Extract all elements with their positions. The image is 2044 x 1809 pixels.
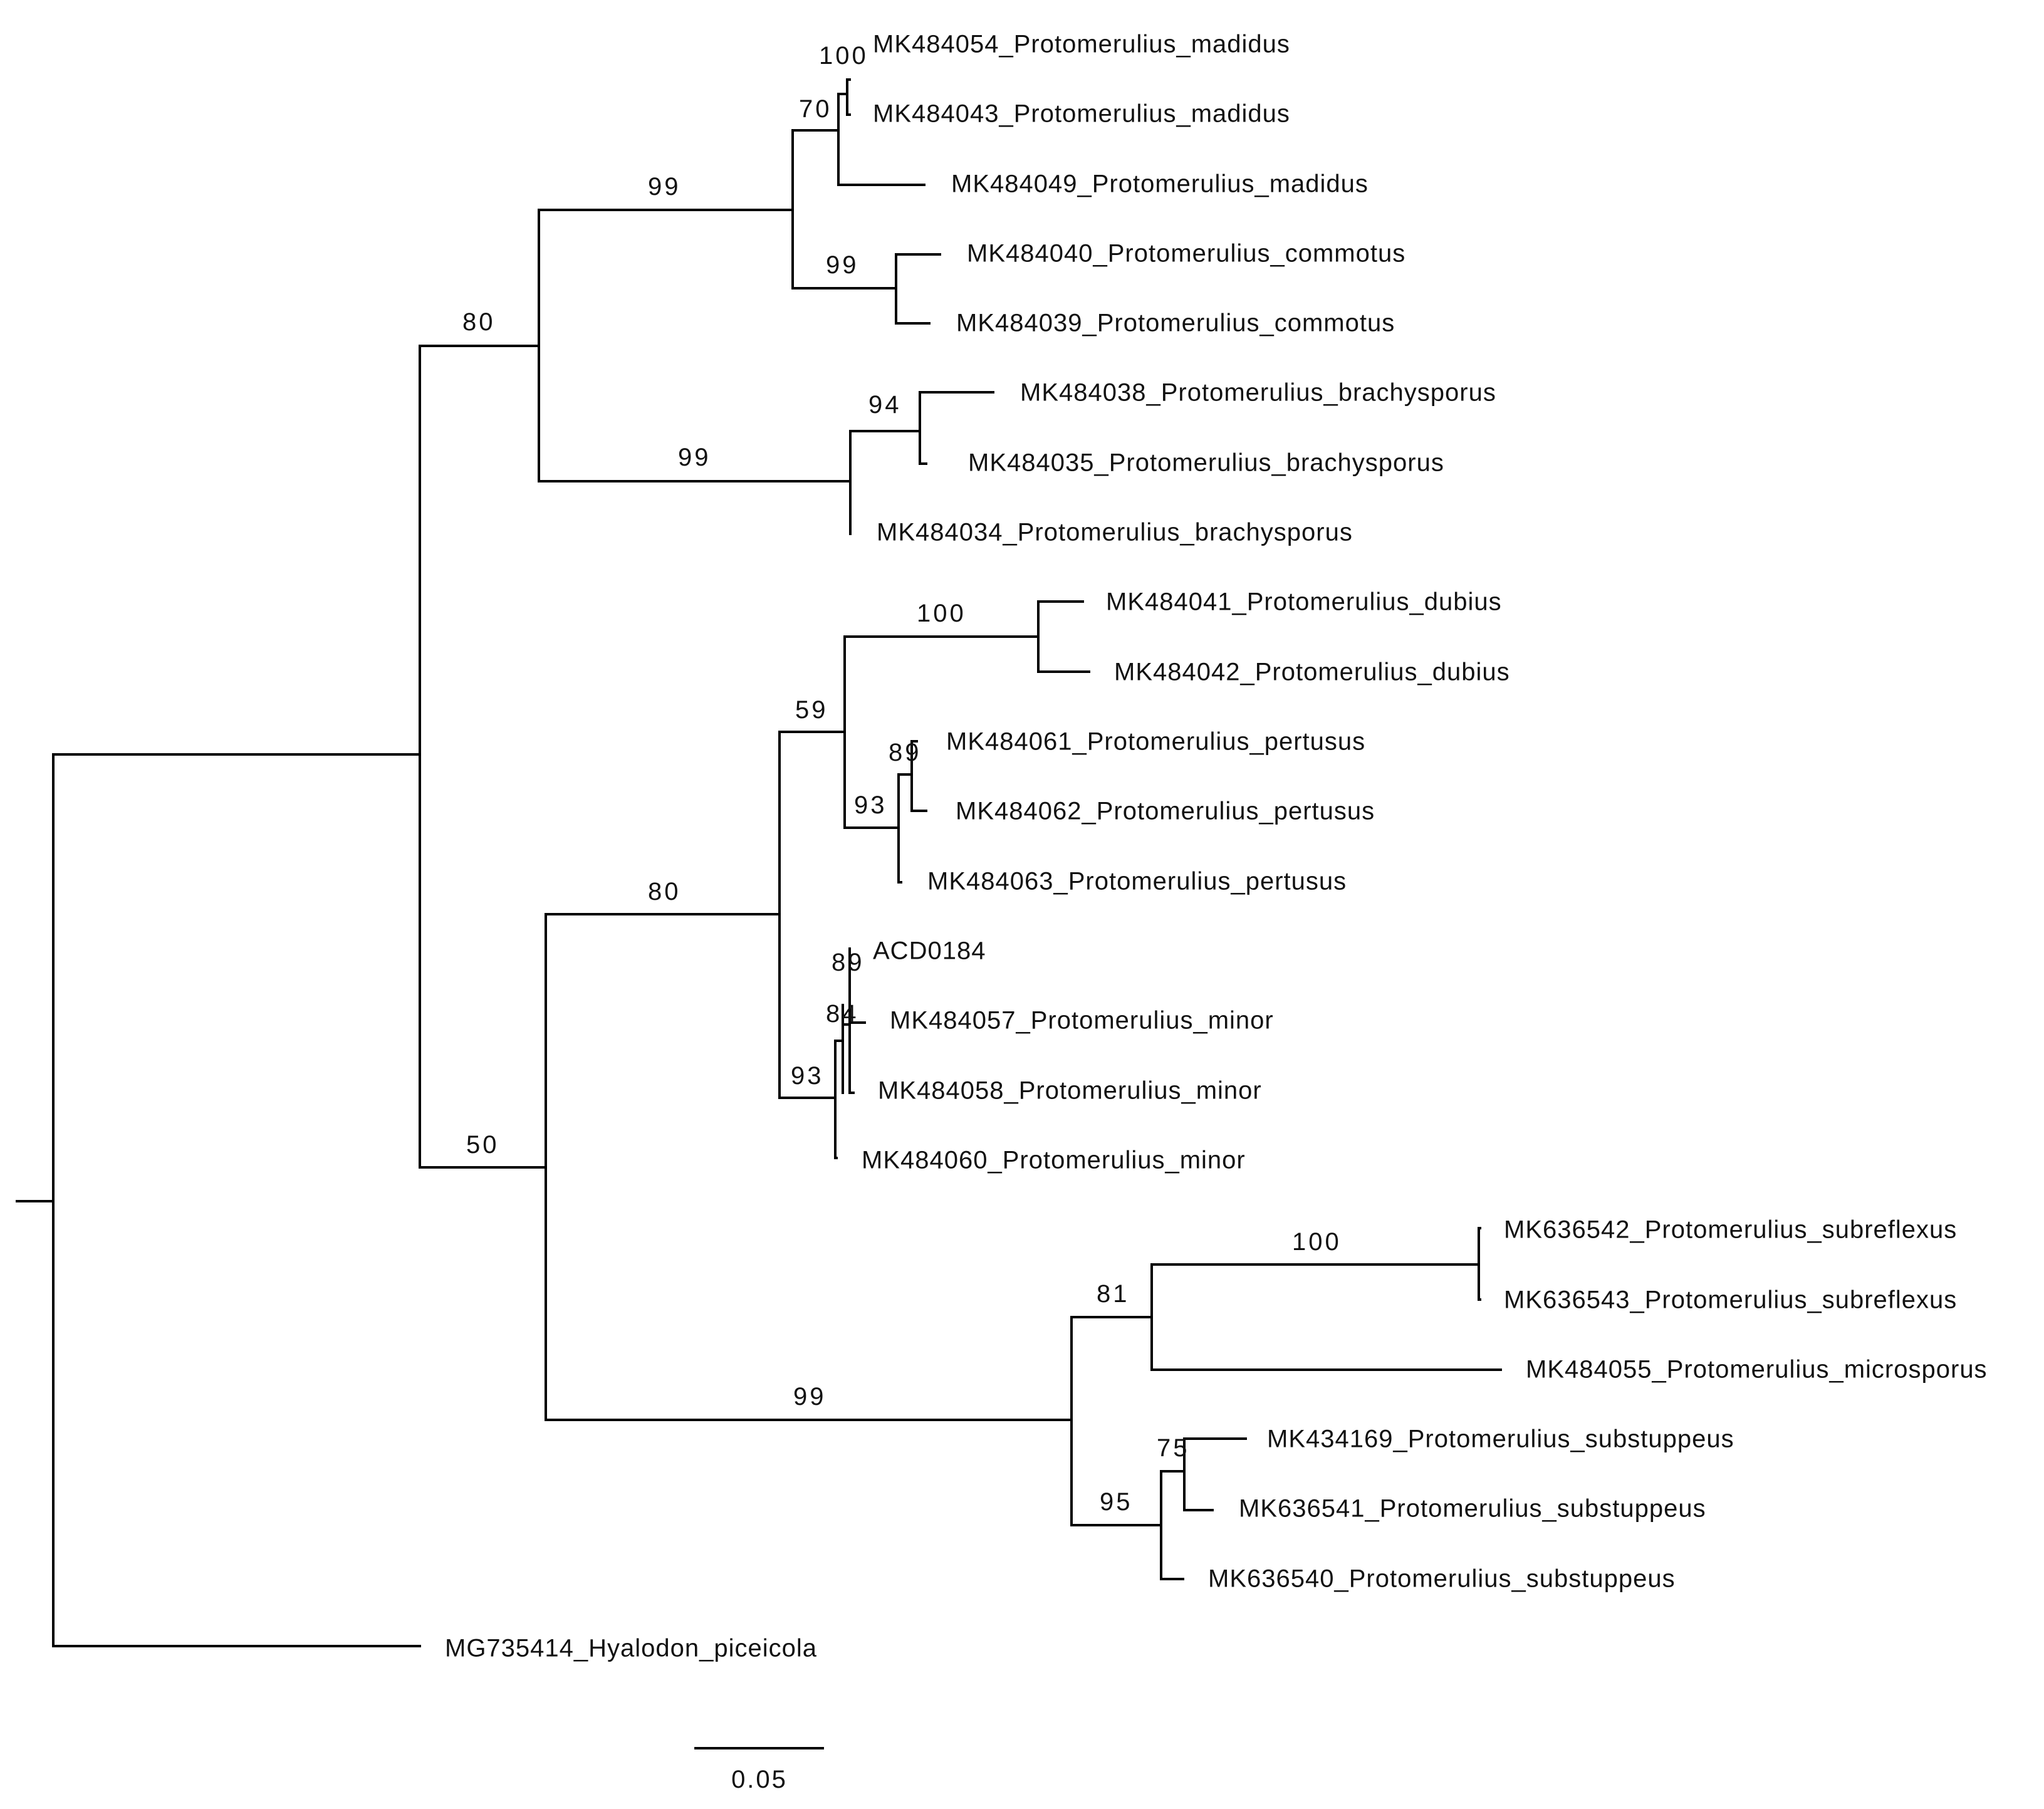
support-value: 99 — [793, 1383, 826, 1410]
scale-bar-label: 0.05 — [731, 1766, 788, 1793]
tip-label: MK636543_Protomerulius_subreflexus — [1504, 1286, 1957, 1314]
tip-label: MK484034_Protomerulius_brachysporus — [877, 519, 1353, 546]
tip-label: ACD0184 — [873, 937, 986, 965]
support-value: 100 — [819, 42, 868, 70]
tip-label: MK484063_Protomerulius_pertusus — [927, 868, 1347, 895]
support-value: 95 — [1100, 1488, 1133, 1516]
support-value: 99 — [648, 173, 681, 201]
tip-label: MK434169_Protomerulius_substuppeus — [1267, 1426, 1734, 1453]
support-value: 99 — [826, 251, 859, 279]
support-value: 99 — [678, 444, 711, 471]
tree-branches — [16, 78, 1502, 1647]
support-value: 93 — [854, 791, 887, 819]
support-value: 89 — [889, 739, 922, 766]
tip-label: MK484049_Protomerulius_madidus — [951, 170, 1369, 198]
tip-label: MK484039_Protomerulius_commotus — [956, 310, 1395, 337]
support-value: 80 — [462, 308, 496, 336]
support-value: 59 — [795, 696, 828, 724]
tip-label: MK484043_Protomerulius_madidus — [873, 100, 1290, 128]
tip-label: MK484057_Protomerulius_minor — [890, 1007, 1274, 1035]
support-value: 80 — [648, 878, 681, 905]
support-value: 94 — [868, 391, 902, 419]
tip-label: MK636540_Protomerulius_substuppeus — [1208, 1565, 1676, 1593]
tip-label: MK484040_Protomerulius_commotus — [967, 240, 1405, 268]
support-value: 89 — [832, 949, 865, 976]
tip-label: MK484041_Protomerulius_dubius — [1106, 588, 1502, 616]
tip-label: MK484061_Protomerulius_pertusus — [946, 728, 1365, 756]
tip-label: MK484060_Protomerulius_minor — [862, 1147, 1246, 1174]
tip-label: MK484055_Protomerulius_microsporus — [1526, 1356, 1988, 1384]
tip-label: MK636541_Protomerulius_substuppeus — [1239, 1495, 1706, 1523]
tip-label: MG735414_Hyalodon_piceicola — [445, 1635, 817, 1662]
tip-label: MK484038_Protomerulius_brachysporus — [1020, 379, 1496, 407]
support-value: 50 — [466, 1131, 499, 1159]
support-value: 70 — [799, 95, 832, 123]
tip-labels: MK484054_Protomerulius_madidus MK484043_… — [445, 31, 1988, 1662]
tip-label: MK484054_Protomerulius_madidus — [873, 31, 1290, 58]
support-values: 100 70 99 99 80 94 99 100 59 89 93 80 89… — [462, 42, 1342, 1516]
scale-bar: 0.05 — [694, 1747, 824, 1793]
support-value: 84 — [826, 1000, 859, 1028]
support-value: 100 — [1292, 1228, 1342, 1256]
tip-label: MK484062_Protomerulius_pertusus — [956, 798, 1375, 825]
support-value: 100 — [917, 600, 966, 627]
tip-label: MK484035_Protomerulius_brachysporus — [968, 449, 1444, 477]
tip-label: MK636542_Protomerulius_subreflexus — [1504, 1216, 1957, 1244]
tip-label: MK484042_Protomerulius_dubius — [1114, 659, 1510, 686]
support-value: 93 — [791, 1062, 824, 1090]
support-value: 75 — [1157, 1434, 1190, 1462]
tip-label: MK484058_Protomerulius_minor — [878, 1077, 1262, 1105]
support-value: 81 — [1097, 1280, 1130, 1308]
